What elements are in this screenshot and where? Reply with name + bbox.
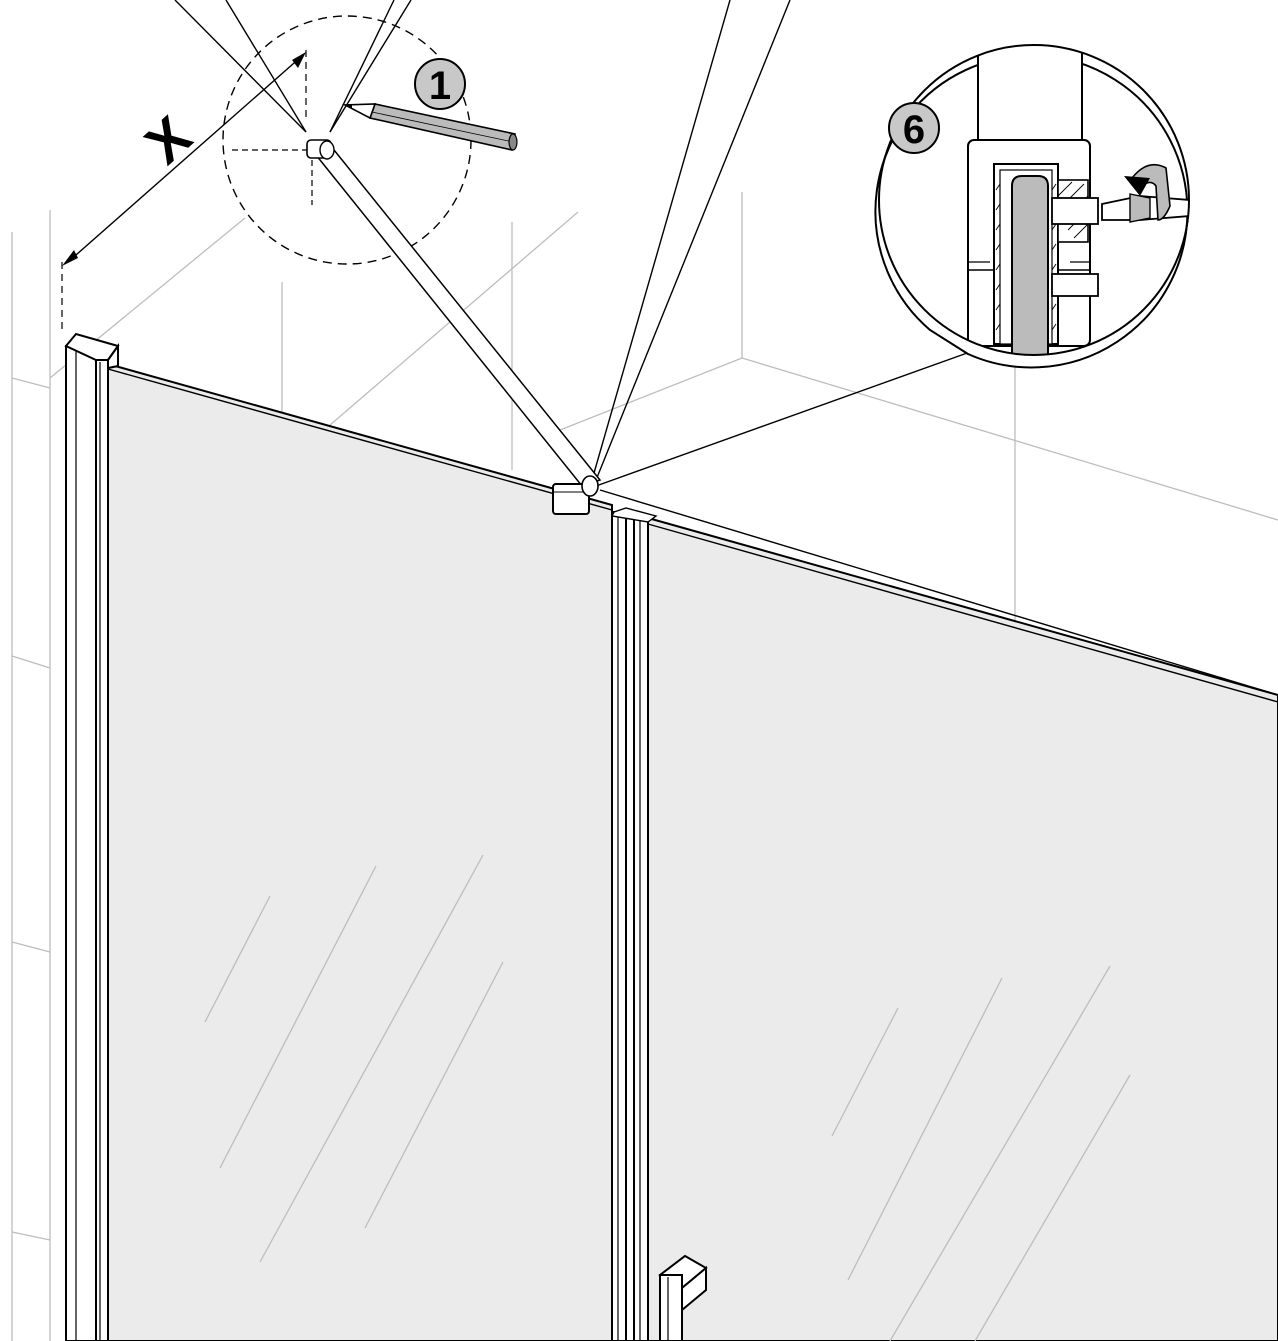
sight-lines <box>174 0 1278 696</box>
step-1-badge: 1 <box>414 58 466 110</box>
dimension-x-label: X <box>133 104 203 176</box>
stabiliser-bar <box>306 139 602 487</box>
right-glass-panel <box>647 516 1278 1341</box>
left-glass-panel <box>107 362 613 1341</box>
dimension-x: X <box>61 50 307 330</box>
door-handle <box>658 1254 708 1341</box>
step-6-label: 6 <box>903 108 925 152</box>
glass-clamp <box>552 475 599 515</box>
pencil-icon <box>341 103 518 151</box>
step-1-label: 1 <box>429 64 451 108</box>
rotate-arrow-icon <box>1124 163 1171 221</box>
left-wall-profile <box>64 332 120 1341</box>
step-6-badge: 6 <box>888 102 940 154</box>
detail-magnifier <box>874 44 1190 369</box>
detail-circle <box>222 15 472 265</box>
centre-profile <box>610 507 658 1341</box>
